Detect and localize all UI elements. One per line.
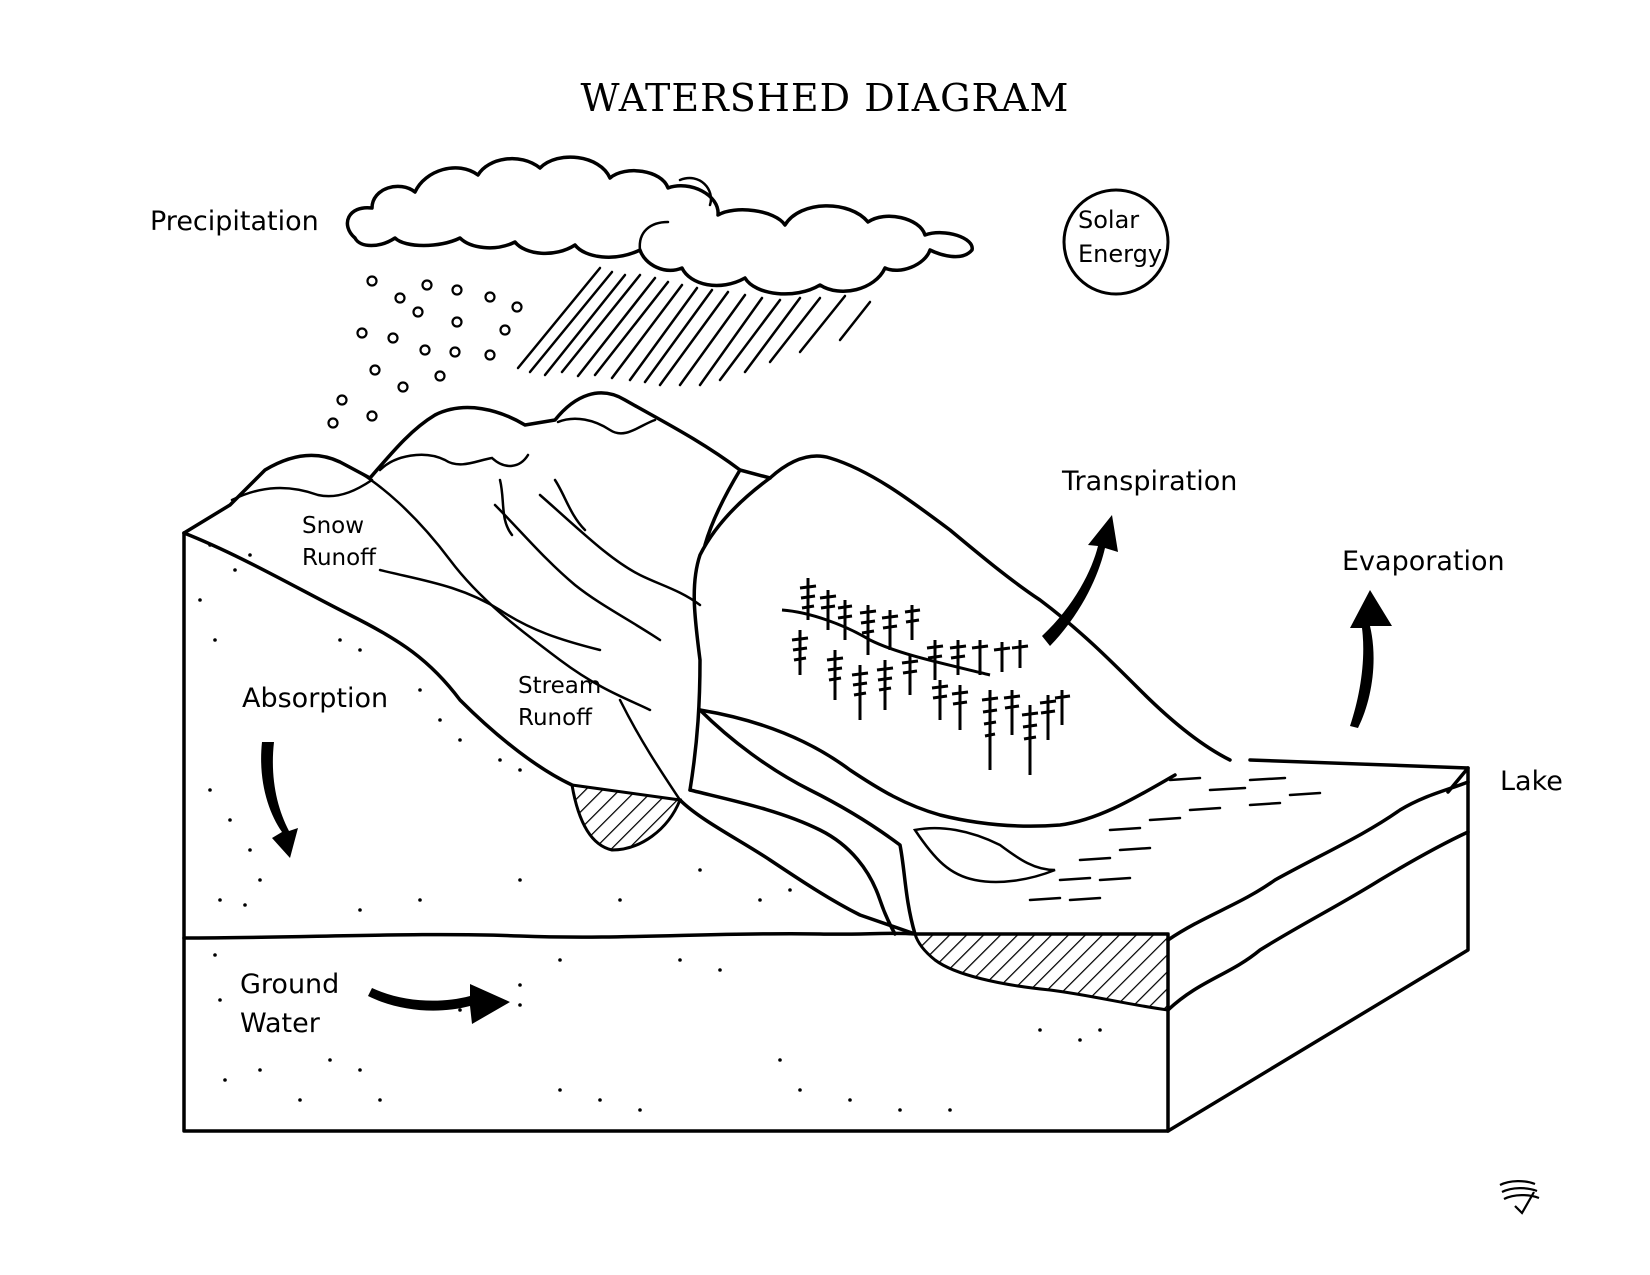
transpiration-label: Transpiration	[1061, 466, 1237, 497]
snow-particles	[327, 275, 523, 429]
solar-energy-label-line1: Solar	[1078, 206, 1139, 234]
evaporation-label: Evaporation	[1342, 546, 1505, 577]
absorption-arrow-icon	[261, 742, 298, 858]
absorption-label: Absorption	[242, 683, 388, 714]
rain-streaks	[516, 266, 872, 387]
stream-runoff-label-line2: Runoff	[518, 705, 593, 731]
flag-logo-icon	[1499, 1180, 1540, 1215]
ground-water-label-line2: Water	[240, 1008, 321, 1039]
ground-water-arrow-icon	[368, 984, 510, 1024]
solar-energy-label-line2: Energy	[1078, 240, 1162, 268]
evaporation-arrow-icon	[1350, 590, 1392, 728]
soil-texture	[198, 543, 1102, 1112]
tree-group	[781, 578, 1071, 775]
watershed-block	[182, 391, 1470, 1133]
snow-runoff-label-line2: Runoff	[302, 545, 377, 571]
snow-runoff-label-line1: Snow	[302, 513, 364, 539]
lake-label: Lake	[1500, 766, 1563, 797]
sun-icon	[1062, 188, 1170, 296]
precipitation-label: Precipitation	[150, 206, 319, 237]
transpiration-arrow-icon	[1042, 515, 1118, 646]
stream-runoff-label-line1: Stream	[518, 673, 601, 699]
cloud	[345, 155, 974, 296]
ground-water-label-line1: Ground	[240, 969, 339, 1000]
page-title: WATERSHED DIAGRAM	[580, 76, 1070, 120]
